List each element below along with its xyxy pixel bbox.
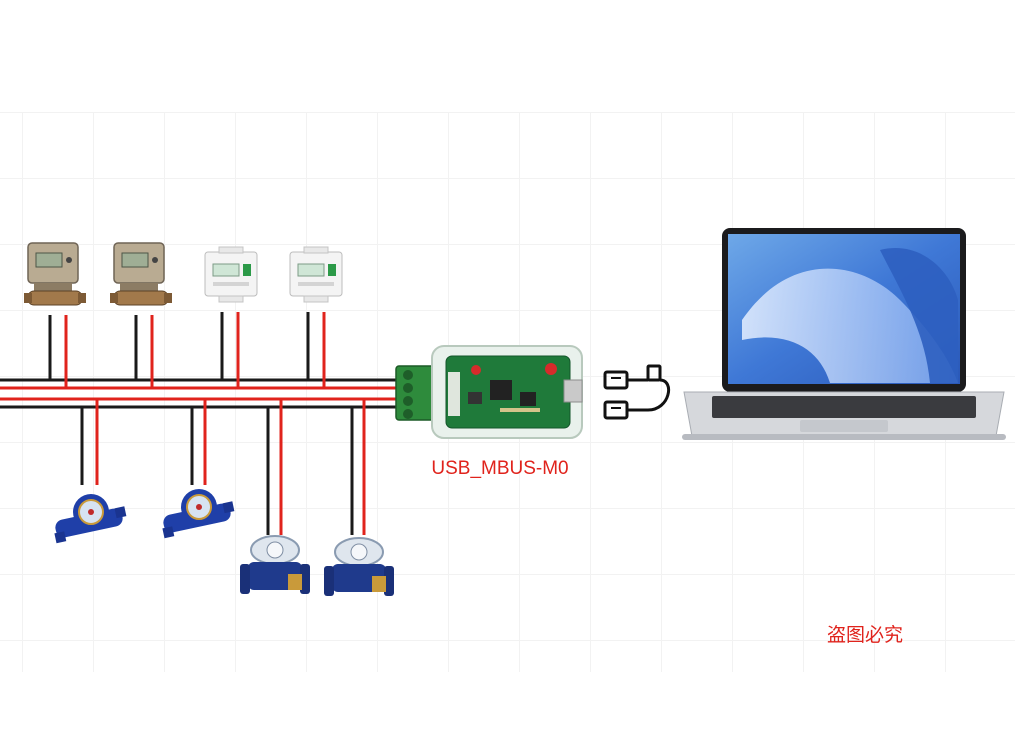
usb-mbus-converter-icon bbox=[395, 345, 583, 439]
mbus-bus-lines bbox=[0, 378, 400, 409]
bottom-drop-wires bbox=[80, 399, 366, 535]
laptop-icon bbox=[682, 228, 1006, 440]
water-meter-icon bbox=[54, 494, 127, 544]
top-drop-wires bbox=[48, 312, 326, 388]
large-water-meter-icon bbox=[240, 535, 310, 594]
water-meter-icon bbox=[162, 489, 235, 539]
heat-meter-icon bbox=[110, 242, 172, 306]
din-rail-meter-icon bbox=[289, 246, 343, 303]
watermark-text: 盗图必究 bbox=[826, 624, 903, 646]
usb-cable-icon bbox=[603, 364, 670, 420]
device-label: USB_MBUS-M0 bbox=[431, 458, 569, 479]
din-rail-meter-icon bbox=[204, 246, 258, 303]
large-water-meter-icon bbox=[324, 537, 394, 596]
heat-meter-icon bbox=[24, 242, 86, 306]
